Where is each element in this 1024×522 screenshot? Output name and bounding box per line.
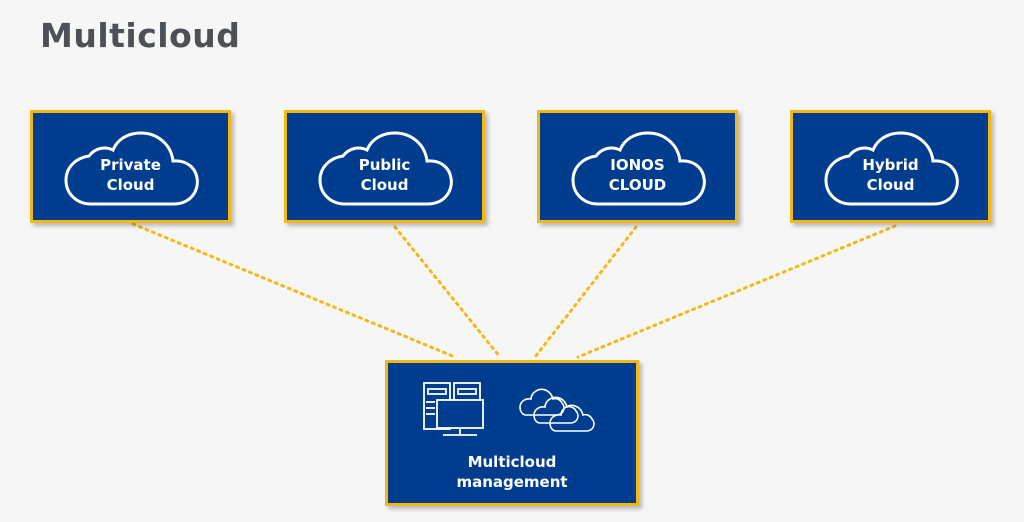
cloud-box-private: Private Cloud bbox=[30, 110, 231, 223]
cloud-box-ionos: IONOS CLOUD bbox=[537, 110, 738, 223]
cloud-box-public: Public Cloud bbox=[284, 110, 485, 223]
connector-public bbox=[393, 225, 502, 359]
cloud-box-hybrid: Hybrid Cloud bbox=[790, 110, 991, 223]
page-title: Multicloud bbox=[40, 16, 241, 55]
cloud-label: Private Cloud bbox=[100, 156, 161, 194]
cloud-label: IONOS CLOUD bbox=[608, 156, 667, 194]
cloud-label: Public Cloud bbox=[358, 156, 411, 194]
management-box: Multicloud management bbox=[385, 360, 639, 506]
management-label: Multicloud management bbox=[456, 453, 568, 491]
cloud-label: Hybrid Cloud bbox=[862, 156, 919, 194]
cloud-icon bbox=[824, 131, 959, 206]
cloud-icon bbox=[571, 131, 706, 206]
connector-hybrid bbox=[576, 224, 897, 359]
cloud-icon bbox=[64, 131, 199, 206]
multi-cloud-icon bbox=[519, 388, 595, 432]
connector-private bbox=[131, 222, 457, 359]
server-monitor-icon bbox=[423, 382, 484, 436]
connector-ionos bbox=[533, 225, 638, 359]
cloud-icon bbox=[318, 131, 453, 206]
